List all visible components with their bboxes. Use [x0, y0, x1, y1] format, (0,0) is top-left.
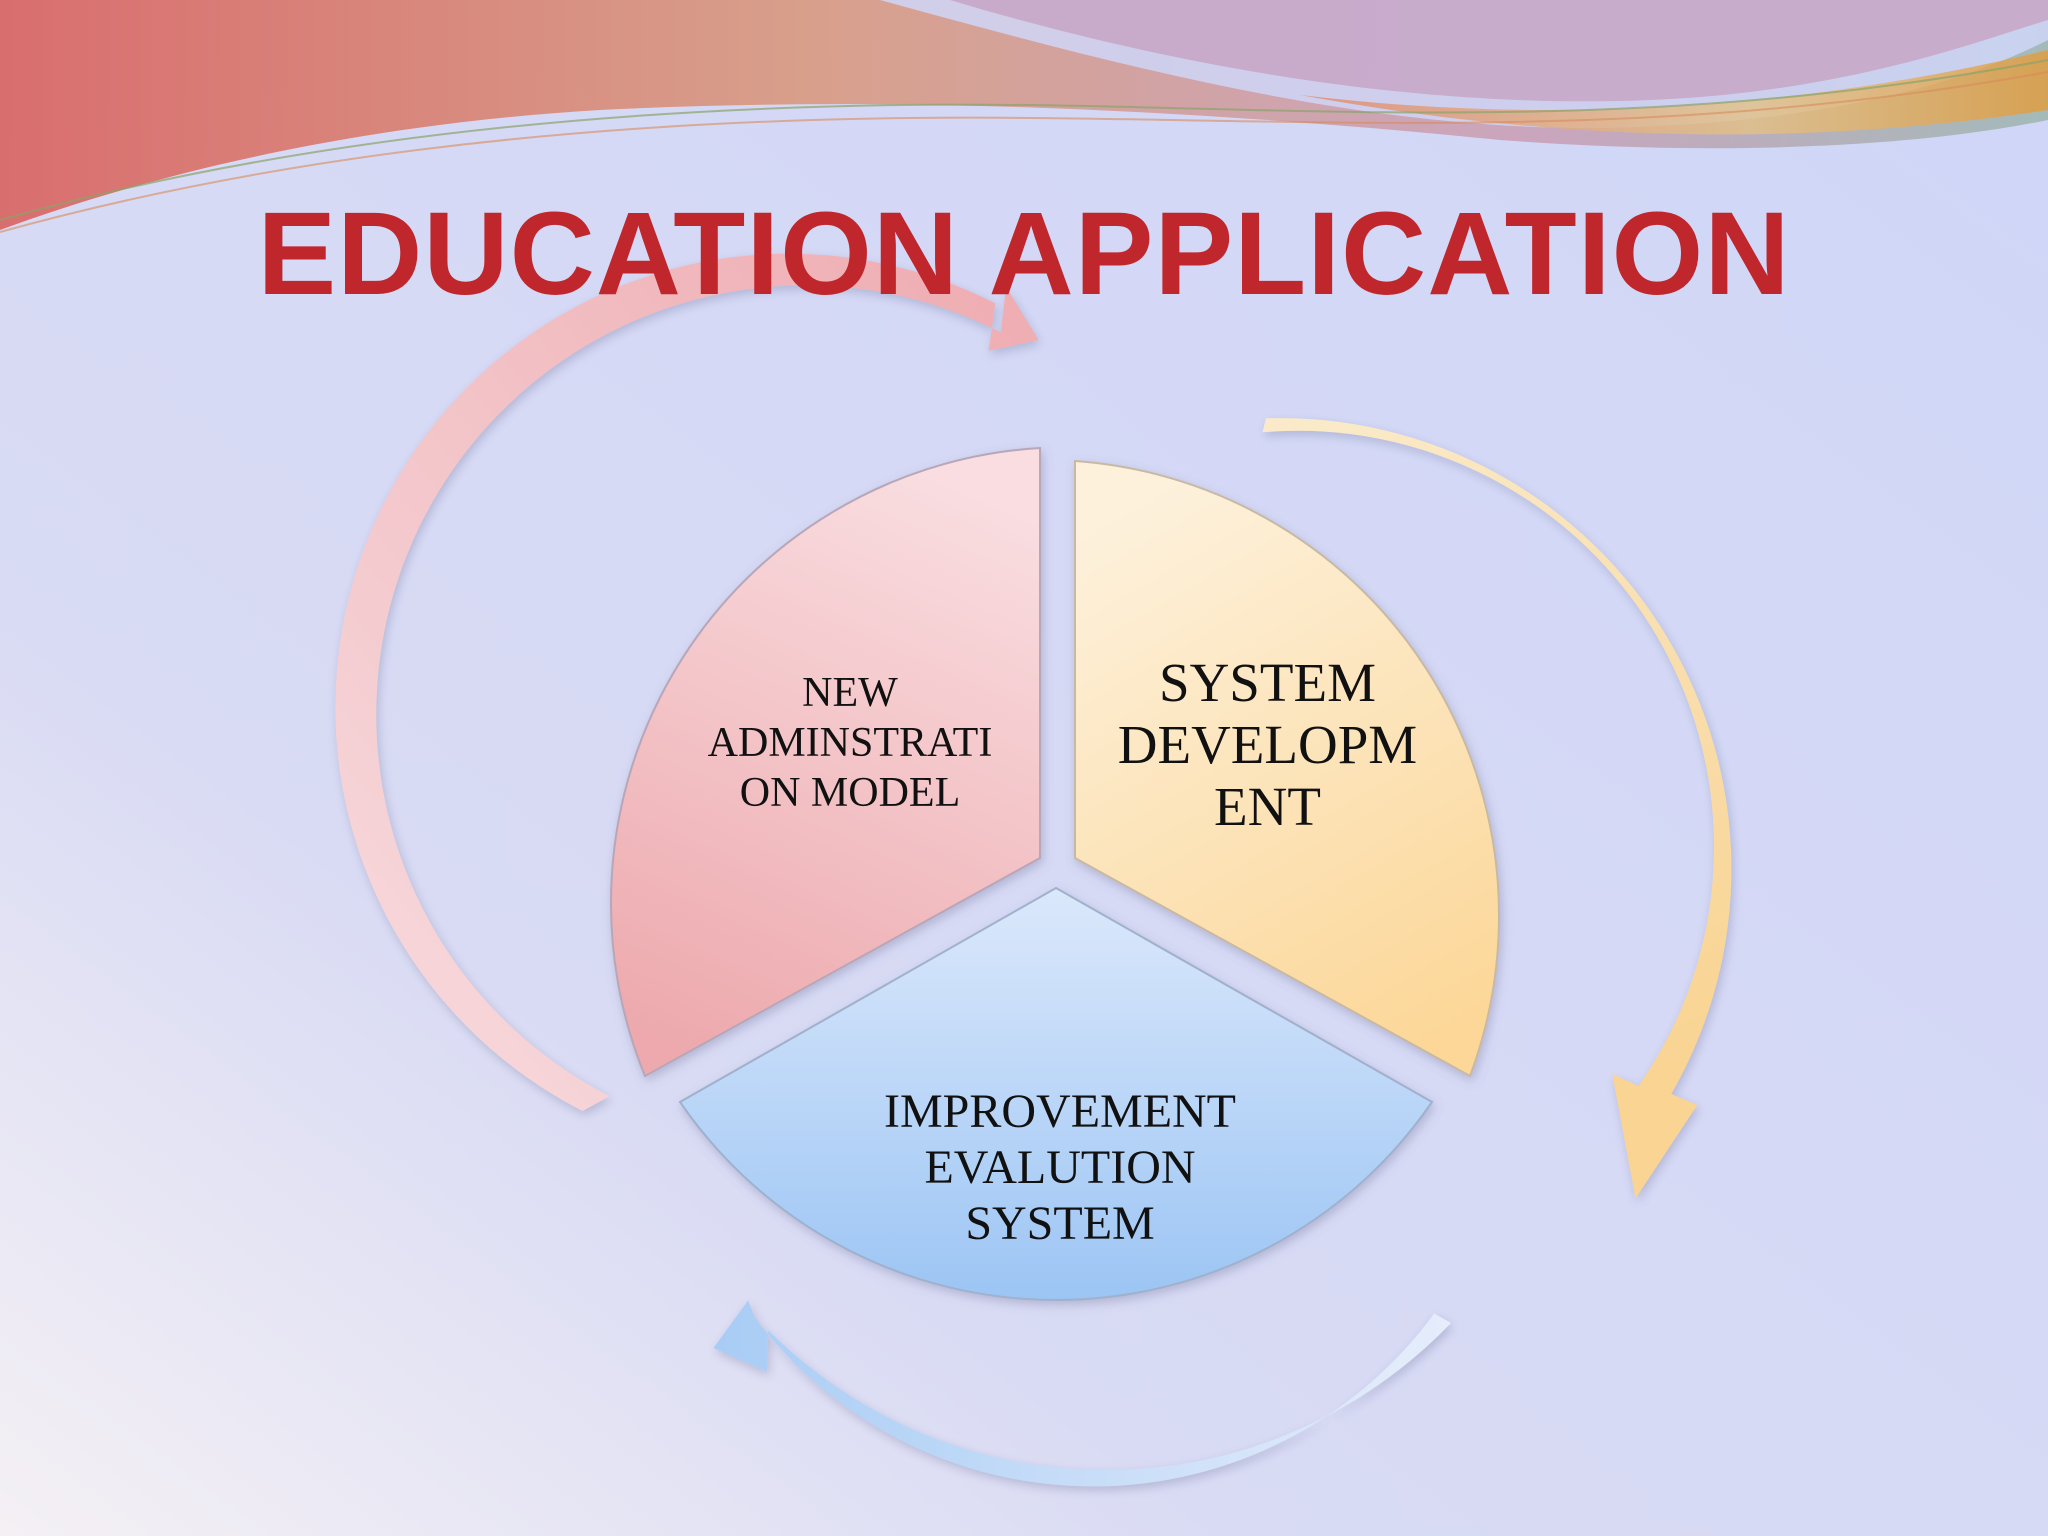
segment-label-improvement-evaluation-system: IMPROVEMENT EVALUTION SYSTEM	[860, 1084, 1260, 1252]
segment-improvement-evaluation-system	[678, 886, 1434, 1302]
pie-diagram	[609, 446, 1501, 1302]
segment-label-line: NEW	[802, 670, 898, 716]
segment-new-administration-model	[609, 446, 1041, 1078]
decorative-wave-header	[0, 0, 2048, 233]
segment-label-line: ADMINSTRATI	[707, 720, 993, 766]
segment-label-system-development: SYSTEM DEVELOPM ENT	[1100, 652, 1435, 838]
arrow-right-down	[1262, 418, 1732, 1199]
cycle-arrows	[335, 253, 1732, 1487]
segment-label-line: EVALUTION	[924, 1141, 1196, 1194]
segment-label-new-administration-model: NEW ADMINSTRATI ON MODEL	[690, 668, 1010, 818]
page-title: EDUCATION APPLICATION	[257, 188, 1791, 320]
segment-label-line: DEVELOPM	[1117, 714, 1418, 775]
segment-label-line: ON MODEL	[739, 770, 961, 816]
segment-label-line: IMPROVEMENT	[883, 1085, 1236, 1138]
segment-system-development	[1074, 459, 1501, 1078]
segment-label-line: SYSTEM	[965, 1197, 1155, 1250]
segment-label-line: SYSTEM	[1159, 652, 1376, 713]
segment-label-line: ENT	[1214, 776, 1321, 837]
